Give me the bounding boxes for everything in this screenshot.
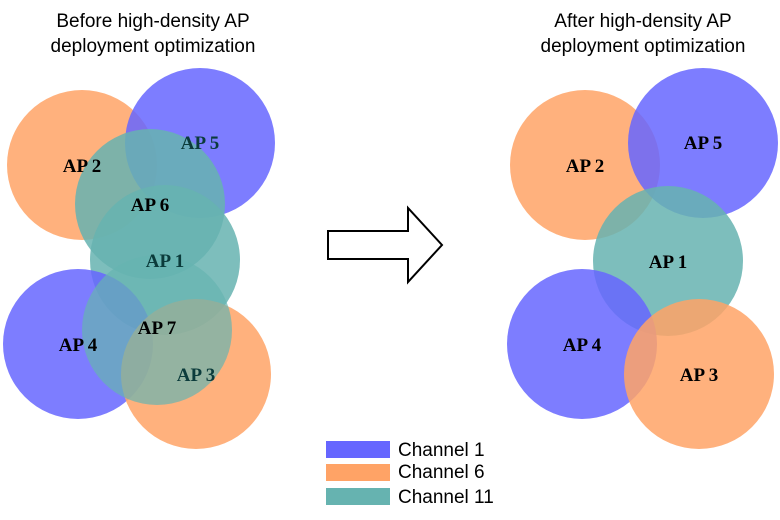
- before-ap7-coverage: [82, 255, 232, 405]
- legend-label-channel-1: Channel 1: [398, 440, 485, 461]
- after-ap4-coverage: [507, 269, 657, 419]
- channel-legend: Channel 1 Channel 6 Channel 11: [326, 440, 494, 508]
- before-ap6-label: AP 6: [131, 195, 170, 216]
- legend-label-channel-11: Channel 11: [398, 487, 494, 508]
- before-ap5-label: AP 5: [181, 133, 220, 154]
- before-ap4-label: AP 4: [59, 335, 98, 356]
- legend-label-channel-6: Channel 6: [398, 462, 485, 483]
- after-ap4-label: AP 4: [563, 335, 602, 356]
- before-ap3-label: AP 3: [177, 365, 216, 386]
- after-ap2-label: AP 2: [566, 156, 605, 177]
- legend-swatch-channel-1: [326, 441, 390, 458]
- after-ap5-coverage: [628, 68, 778, 218]
- after-ap5-label: AP 5: [684, 133, 723, 154]
- after-title-line2: deployment optimization: [541, 36, 746, 57]
- before-ap7-label: AP 7: [138, 318, 177, 339]
- after-panel: AP 2 AP 5 AP 1 AP 4 AP 3: [507, 68, 778, 449]
- transition-arrow-icon: [327, 205, 444, 285]
- legend-swatch-channel-6: [326, 464, 390, 481]
- after-ap3-coverage: [624, 299, 774, 449]
- after-ap3-label: AP 3: [680, 365, 719, 386]
- after-title-line1: After high-density AP: [554, 11, 731, 32]
- before-title-line1: Before high-density AP: [56, 11, 249, 32]
- legend-swatch-channel-11: [326, 488, 390, 505]
- before-ap1-label: AP 1: [146, 251, 185, 272]
- before-panel: AP 2 AP 5 AP 6 AP 1 AP 4 AP 3 AP 7: [3, 68, 275, 449]
- after-ap1-label: AP 1: [649, 252, 688, 273]
- before-title-line2: deployment optimization: [51, 36, 256, 57]
- before-ap2-label: AP 2: [63, 156, 102, 177]
